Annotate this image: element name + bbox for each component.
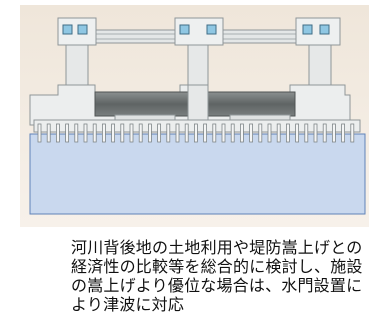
caption-line-4: より津波に対応	[71, 295, 185, 314]
window-icon	[302, 24, 313, 35]
pile	[111, 123, 115, 143]
pile	[157, 123, 162, 143]
window-icon	[179, 24, 190, 35]
caption: 河川背後地の土地利用や堤防嵩上げとの 経済性の比較等を総合的に検討し、施設 の嵩…	[0, 238, 377, 314]
window-icon	[77, 24, 88, 35]
pile	[239, 123, 244, 143]
pile	[267, 123, 272, 143]
pile	[56, 123, 60, 143]
pile	[350, 123, 355, 143]
pile	[65, 123, 69, 143]
pile	[184, 123, 189, 143]
pile	[166, 123, 171, 143]
foundation-piles	[37, 123, 355, 143]
pile	[203, 123, 208, 143]
pile	[249, 123, 254, 143]
pile	[74, 123, 79, 143]
pile	[120, 123, 125, 143]
river-water	[29, 133, 366, 215]
caption-line-3: の嵩上げより優位な場合は、水門設置に	[71, 276, 363, 295]
pile	[341, 123, 346, 143]
pile	[102, 123, 106, 143]
pile	[92, 123, 97, 143]
pile	[221, 123, 226, 143]
middle-tower-windows	[179, 24, 217, 35]
pile	[304, 123, 309, 143]
window-icon	[319, 24, 330, 35]
pile	[46, 123, 51, 143]
gate-leaf-right	[199, 91, 296, 117]
pile	[212, 123, 217, 143]
pile	[138, 123, 143, 143]
pile	[147, 123, 152, 143]
window-icon	[62, 24, 73, 35]
left-tower-windows	[62, 24, 88, 35]
pile	[295, 123, 300, 143]
floodgate-diagram	[20, 5, 369, 227]
pile	[129, 123, 134, 143]
pile	[175, 123, 180, 143]
gate-leaf-left	[94, 91, 191, 117]
pile	[230, 123, 235, 143]
pile	[313, 123, 318, 143]
pile	[193, 123, 198, 143]
pile	[276, 123, 281, 143]
right-tower	[295, 17, 341, 86]
window-icon	[206, 24, 217, 35]
caption-line-1: 河川背後地の土地利用や堤防嵩上げとの	[71, 238, 363, 257]
pile	[37, 123, 42, 143]
pile	[322, 123, 327, 143]
pile	[258, 123, 263, 143]
caption-line-2: 経済性の比較等を総合的に検討し、施設	[71, 257, 363, 276]
right-tower-windows	[302, 24, 330, 35]
pile	[331, 123, 336, 143]
center-pier	[187, 84, 209, 126]
pile	[285, 123, 290, 143]
pile	[83, 123, 88, 143]
